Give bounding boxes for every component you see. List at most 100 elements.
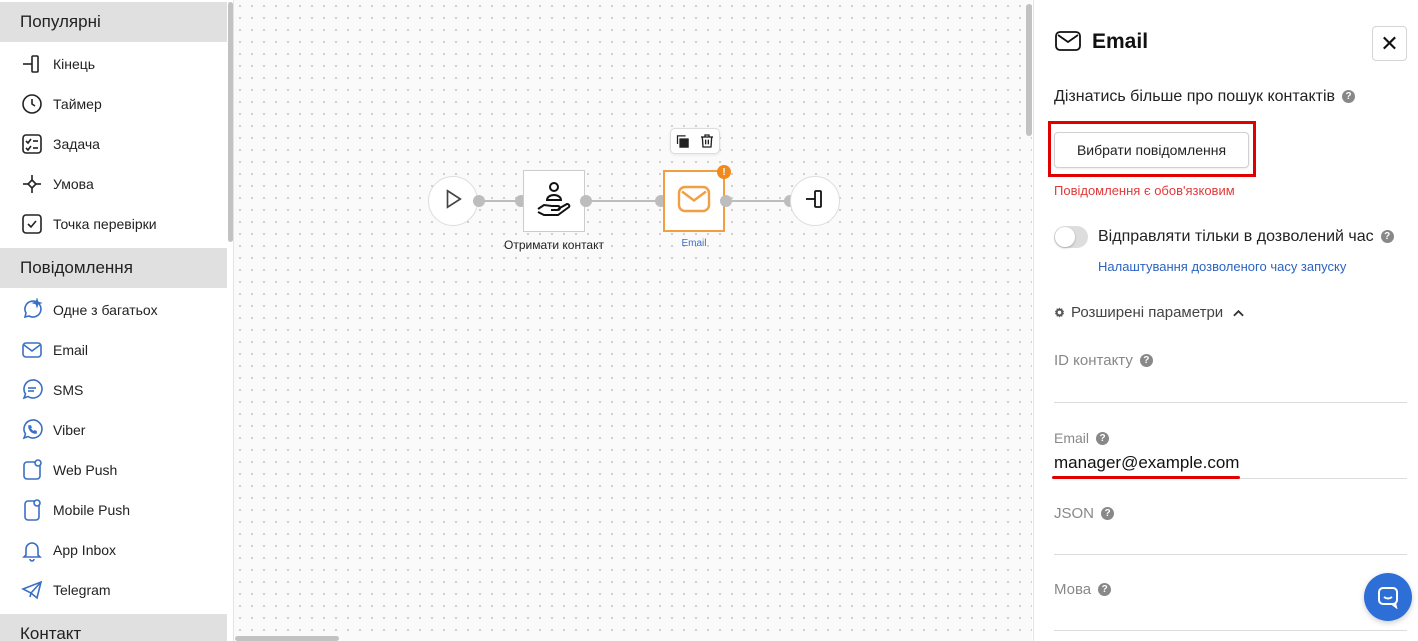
palette-item-label: SMS (53, 382, 84, 398)
highlight-underline (1052, 476, 1240, 479)
field-label-text: Мова (1054, 581, 1092, 598)
palette-item-label: App Inbox (53, 542, 117, 558)
palette-item-label: Mobile Push (53, 502, 131, 518)
get-contact-node[interactable] (523, 170, 585, 232)
json-field-label: JSON? (1054, 505, 1115, 523)
section-popular: Популярні (0, 2, 227, 42)
palette-item-label: Кінець (53, 56, 96, 72)
edge-contact-email (586, 200, 661, 202)
trash-icon[interactable] (699, 133, 715, 149)
allowed-time-label-text: Відправляти тільки в дозволений час (1098, 228, 1374, 245)
help-icon[interactable]: ? (1096, 432, 1110, 446)
palette-item-task[interactable]: Задача (0, 124, 227, 164)
select-message-button[interactable]: Вибрати повідомлення (1054, 132, 1249, 168)
palette-item-label: Web Push (53, 462, 118, 478)
help-icon[interactable]: ? (1342, 90, 1355, 104)
palette-item-label: Email (53, 342, 89, 358)
section-messages: Повідомлення (0, 248, 227, 288)
email-node[interactable] (663, 170, 725, 232)
palette-item-app-inbox[interactable]: App Inbox (0, 530, 227, 570)
palette-item-email[interactable]: Email (0, 330, 227, 370)
start-node[interactable] (428, 176, 478, 226)
allowed-time-label: Відправляти тільки в дозволений час? (1098, 228, 1394, 246)
email-out-port[interactable] (720, 195, 732, 207)
email-icon (676, 181, 712, 222)
contact-out-port[interactable] (580, 195, 592, 207)
palette-item-condition[interactable]: Умова (0, 164, 227, 204)
gear-icon (1054, 307, 1065, 318)
support-chat-button[interactable] (1364, 573, 1412, 621)
contact-id-field-label: ID контакту? (1054, 352, 1153, 370)
schedule-settings-link[interactable]: Налаштування дозволеного часу запуску (1098, 259, 1347, 274)
advanced-params-label: Розширені параметри (1071, 304, 1224, 321)
flow-canvas[interactable]: Отримати контакт ! Email (234, 0, 1032, 641)
web-push-icon (20, 458, 44, 482)
email-field-label: Email? (1054, 430, 1110, 448)
exit-icon (803, 187, 827, 216)
copy-icon[interactable] (675, 134, 690, 149)
help-icon[interactable]: ? (1101, 507, 1115, 521)
chevron-up-icon (1233, 309, 1244, 317)
learn-more-label: Дізнатись більше про пошук контактів (1054, 88, 1335, 105)
help-icon[interactable]: ? (1380, 230, 1394, 244)
canvas-horizontal-scrollbar[interactable] (235, 636, 339, 641)
play-icon (442, 188, 464, 215)
timer-icon (20, 92, 44, 116)
palette-item-checkpoint[interactable]: Точка перевірки (0, 204, 227, 244)
node-toolbar (670, 128, 720, 154)
allowed-time-toggle[interactable] (1054, 226, 1088, 248)
end-node[interactable] (790, 176, 840, 226)
email-node-label: Email (681, 238, 707, 249)
email-icon (20, 338, 44, 362)
language-input[interactable] (1054, 630, 1407, 631)
checkpoint-icon (20, 212, 44, 236)
chat-icon (1376, 585, 1400, 609)
json-input[interactable] (1054, 554, 1407, 555)
palette-item-label: Умова (53, 176, 94, 192)
warning-badge: ! (717, 165, 731, 179)
exit-icon (20, 52, 44, 76)
contact-id-input[interactable] (1054, 402, 1407, 403)
get-contact-label: Отримати контакт (503, 238, 604, 252)
palette-item-mobile-push[interactable]: Mobile Push (0, 490, 227, 530)
advanced-params-toggle[interactable]: Розширені параметри (1054, 304, 1244, 321)
close-button[interactable]: ✕ (1372, 26, 1407, 61)
ai-chat-icon (20, 298, 44, 322)
palette-item-timer[interactable]: Таймер (0, 84, 227, 124)
required-error-text: Повідомлення є обов'язковим (1054, 183, 1235, 198)
palette-item-label: Точка перевірки (53, 216, 157, 232)
language-field-label: Мова? (1054, 581, 1112, 599)
start-out-port[interactable] (473, 195, 485, 207)
task-icon (20, 132, 44, 156)
node-palette-sidebar: Популярні Кінець Таймер Задача Умова Точ… (0, 0, 234, 641)
help-icon[interactable]: ? (1139, 354, 1153, 368)
palette-item-label: Таймер (53, 96, 102, 112)
bell-icon (20, 538, 44, 562)
sidebar-scrollbar[interactable] (228, 2, 233, 242)
field-label-text: JSON (1054, 505, 1095, 522)
mobile-push-icon (20, 498, 44, 522)
edge-email-end (726, 200, 788, 202)
node-settings-panel: Email ✕ Дізнатись більше про пошук конта… (1033, 0, 1418, 641)
canvas-vertical-scrollbar[interactable] (1026, 4, 1032, 136)
section-contact: Контакт (0, 614, 227, 641)
field-label-text: Email (1054, 430, 1090, 446)
telegram-icon (20, 578, 44, 602)
field-label-text: ID контакту (1054, 352, 1133, 369)
hand-person-icon (534, 179, 574, 224)
palette-item-web-push[interactable]: Web Push (0, 450, 227, 490)
help-icon[interactable]: ? (1098, 583, 1112, 597)
viber-icon (20, 418, 44, 442)
panel-title: Email (1092, 30, 1149, 53)
palette-item-one-of-many[interactable]: Одне з багатьох (0, 290, 227, 330)
palette-item-viber[interactable]: Viber (0, 410, 227, 450)
condition-icon (20, 172, 44, 196)
email-icon (1054, 29, 1082, 58)
palette-item-label: Одне з багатьох (53, 302, 158, 318)
palette-item-sms[interactable]: SMS (0, 370, 227, 410)
palette-item-telegram[interactable]: Telegram (0, 570, 227, 610)
email-input[interactable]: manager@example.com (1054, 453, 1240, 472)
palette-item-label: Задача (53, 136, 100, 152)
palette-item-label: Telegram (53, 582, 111, 598)
palette-item-end[interactable]: Кінець (0, 44, 227, 84)
